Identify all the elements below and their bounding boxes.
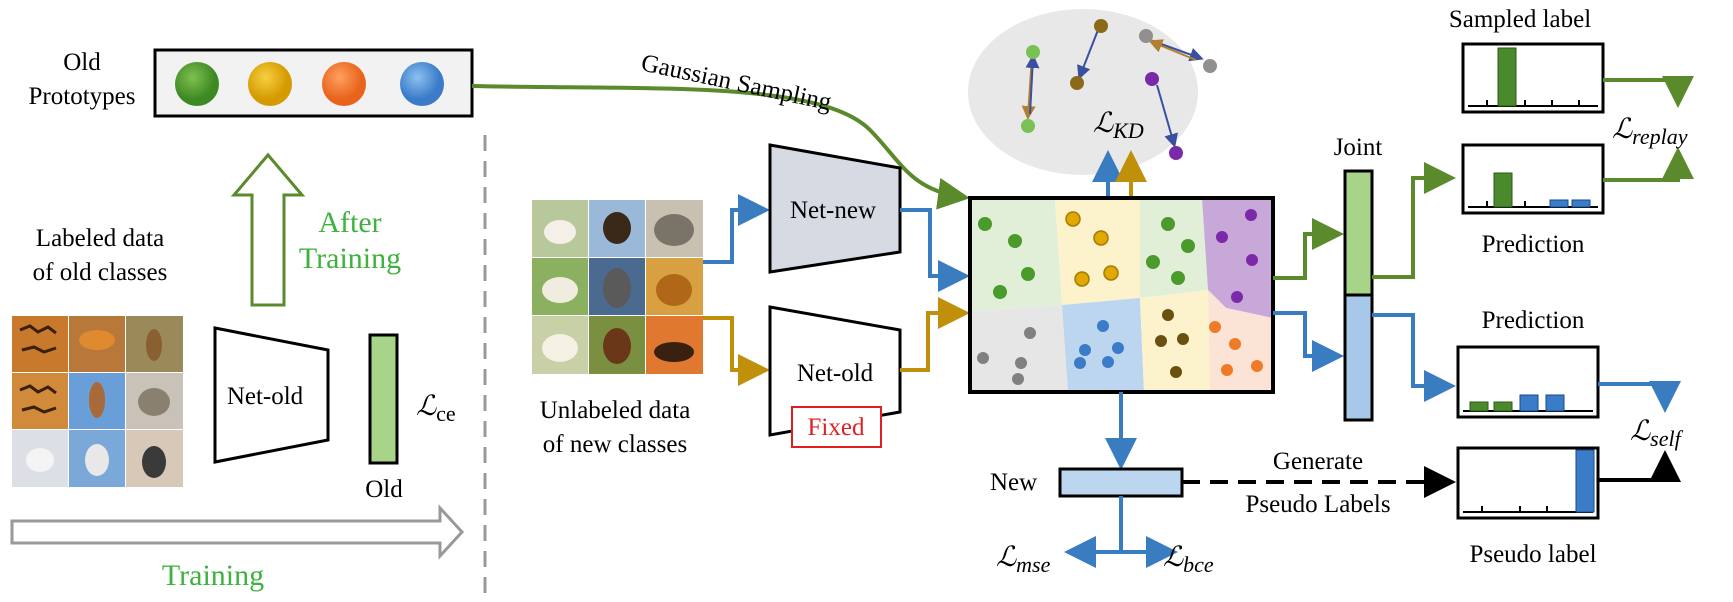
pseudo-to-self-arrow [1598, 450, 1681, 482]
prediction-top-histogram [1461, 143, 1605, 215]
old-bar-label: Old [365, 476, 403, 503]
labeled-data-label-1: Labeled data [36, 225, 164, 252]
pseudo-label-histogram [1456, 446, 1600, 520]
loss-replay: ℒreplay [1612, 114, 1688, 149]
sampled-label-histogram [1461, 42, 1605, 114]
sampled-label-title: Sampled label [1449, 6, 1591, 33]
fixed-badge [791, 406, 882, 448]
joint-to-prediction-mid-arrow [1372, 313, 1456, 402]
prototype-blue [400, 62, 444, 106]
feature-to-joint-blue-arrow [1273, 311, 1344, 372]
sampled-to-replay-arrow [1603, 76, 1694, 108]
prediction-top-label: Prediction [1482, 231, 1585, 258]
training-label: Training [162, 559, 264, 592]
net-old-left-label: Net-old [227, 383, 304, 410]
new-classes-image-grid [532, 200, 703, 374]
gaussian-sampling-arrow [471, 84, 970, 210]
joint-to-prediction-top-arrow [1372, 162, 1456, 279]
kd-distillation-ellipse [968, 9, 1198, 175]
prediction-mid-histogram [1456, 345, 1600, 419]
tiger-image [12, 316, 68, 372]
joint-bar-old-part [1343, 169, 1374, 297]
generate-label-1: Generate [1273, 448, 1363, 475]
tiger-image [12, 373, 68, 429]
net-old-left-trapezoid [213, 326, 330, 464]
generate-label-2: Pseudo Labels [1245, 491, 1390, 518]
pseudo-label-title: Pseudo label [1469, 541, 1596, 568]
prediction-to-replay-arrow [1603, 147, 1694, 182]
green-cluster-points [978, 217, 1195, 299]
grid-to-net-old-arrow [703, 316, 770, 386]
loss-kd: ℒKD [1093, 108, 1144, 143]
loss-bce: ℒbce [1163, 542, 1214, 577]
unlabeled-data-label-2: of new classes [543, 431, 687, 458]
net-old-to-feature-arrow [900, 297, 970, 372]
net-old-right-trapezoid [768, 305, 902, 437]
brown-cluster-points [1155, 309, 1189, 378]
training-arrow [10, 504, 465, 560]
feature-space-box [968, 196, 1275, 394]
feature-to-joint-green-arrow [1273, 218, 1344, 280]
kd-point-pairs [1021, 19, 1217, 160]
new-bar-label: New [990, 469, 1037, 496]
net-old-right-label: Net-old [797, 360, 874, 387]
joint-label: Joint [1334, 134, 1383, 161]
gray-cluster-points [977, 327, 1036, 385]
fixed-label: Fixed [808, 414, 865, 441]
old-output-bar [368, 333, 399, 465]
prototype-green [175, 62, 219, 106]
labeled-data-label-2: of old classes [33, 259, 168, 286]
prediction-to-self-arrow [1598, 381, 1681, 413]
prototype-orange [322, 62, 366, 106]
net-new-trapezoid [768, 143, 902, 274]
grid-to-net-new-arrow [703, 194, 770, 264]
loss-mse: ℒmse [996, 542, 1051, 577]
orange-cluster-points [1209, 321, 1263, 376]
purple-cluster-points [1216, 209, 1258, 303]
unlabeled-data-label-1: Unlabeled data [540, 397, 691, 424]
prototype-yellow [248, 62, 292, 106]
prediction-mid-label: Prediction [1482, 307, 1585, 334]
blue-cluster-points [1074, 320, 1124, 369]
loss-ce: ℒce [416, 391, 456, 426]
old-prototypes-label-2: Prototypes [29, 83, 136, 110]
joint-bar-new-part [1343, 293, 1374, 422]
loss-self: ℒself [1630, 416, 1684, 451]
after-label-2: Training [299, 242, 401, 275]
net-new-label: Net-new [790, 197, 876, 224]
old-classes-image-grid [12, 316, 183, 487]
after-training-arrow [230, 152, 306, 307]
after-label-1: After [318, 206, 381, 239]
old-prototypes-label-1: Old [63, 49, 101, 76]
gaussian-sampling-label: Gaussian Sampling [639, 49, 835, 116]
new-output-bar [1058, 467, 1184, 498]
net-new-to-feature-arrow [900, 208, 970, 292]
yellow-cluster-points [1065, 211, 1119, 287]
